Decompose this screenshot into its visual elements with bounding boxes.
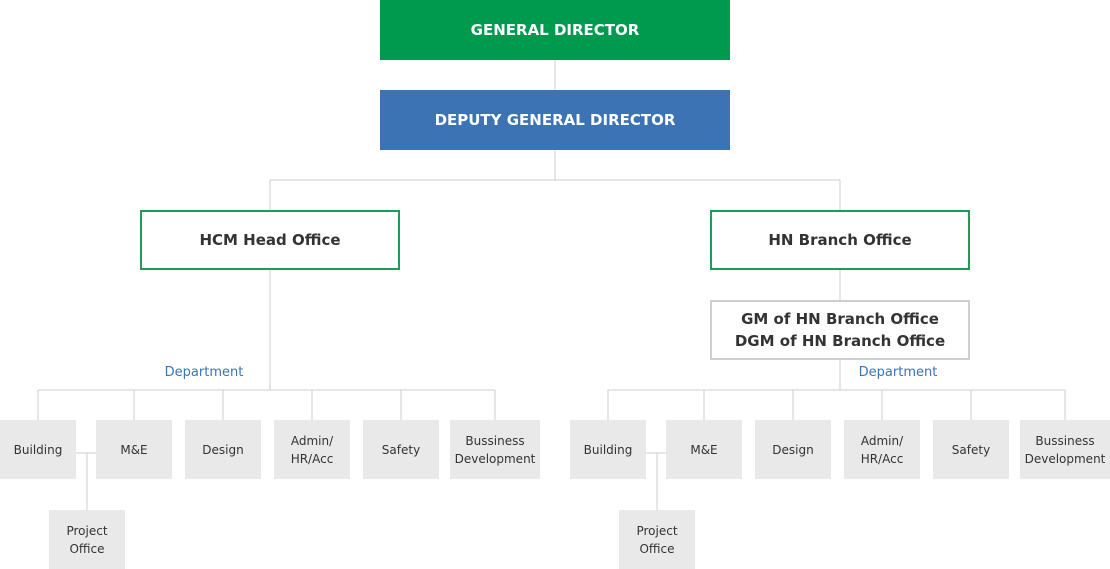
dept-label-line2: HR/Acc (860, 451, 904, 466)
general-director-box: GENERAL DIRECTOR (380, 0, 730, 60)
hcm-department-label: Department (164, 365, 244, 380)
hcm-head-office-box: HCM Head Office (140, 210, 400, 270)
dept-label: Safety (951, 442, 991, 457)
deputy-general-director-label: DEPUTY GENERAL DIRECTOR (434, 111, 676, 129)
hn-dept-business-development: Bussiness Development (1020, 420, 1110, 479)
dept-label: Design (772, 442, 814, 457)
hn-dept-design: Design (755, 420, 831, 479)
hcm-head-office-label: HCM Head Office (199, 231, 341, 249)
deputy-general-director-box: DEPUTY GENERAL DIRECTOR (380, 90, 730, 150)
dept-label: Building (13, 442, 63, 457)
dept-label: M&E (690, 442, 718, 457)
dept-label-line2: Office (69, 541, 105, 556)
hn-dgm-label: DGM of HN Branch Office (734, 332, 946, 350)
hn-gm-label: GM of HN Branch Office (741, 310, 939, 328)
hn-dept-safety: Safety (933, 420, 1009, 479)
hn-department-label: Department (858, 365, 938, 380)
dept-label-line1: Project (636, 523, 678, 538)
dept-label: M&E (120, 442, 148, 457)
dept-label-line2: Development (1024, 451, 1106, 466)
hn-branch-office-box: HN Branch Office (710, 210, 970, 270)
hcm-dept-building: Building (0, 420, 76, 479)
hn-gm-box: GM of HN Branch Office DGM of HN Branch … (710, 300, 970, 360)
dept-label-line2: HR/Acc (290, 451, 334, 466)
hcm-dept-design: Design (185, 420, 261, 479)
dept-label-line2: Development (454, 451, 536, 466)
dept-label-line1: Project (66, 523, 108, 538)
hn-dept-me: M&E (666, 420, 742, 479)
general-director-label: GENERAL DIRECTOR (470, 21, 640, 39)
hn-dept-building: Building (570, 420, 646, 479)
dept-label-line1: Bussiness (465, 433, 525, 448)
hn-dept-admin: Admin/ HR/Acc (844, 420, 920, 479)
dept-label-line1: Admin/ (860, 433, 904, 448)
dept-label: Building (583, 442, 633, 457)
dept-label-line1: Bussiness (1035, 433, 1095, 448)
hcm-dept-admin: Admin/ HR/Acc (274, 420, 350, 479)
hcm-dept-me: M&E (96, 420, 172, 479)
hcm-dept-safety: Safety (363, 420, 439, 479)
dept-label: Design (202, 442, 244, 457)
hcm-dept-business-development: Bussiness Development (450, 420, 540, 479)
hn-dept-project-office: Project Office (619, 510, 695, 569)
hn-branch-office-label: HN Branch Office (768, 231, 912, 249)
hcm-dept-project-office: Project Office (49, 510, 125, 569)
dept-label-line2: Office (639, 541, 675, 556)
dept-label: Safety (381, 442, 421, 457)
dept-label-line1: Admin/ (290, 433, 334, 448)
